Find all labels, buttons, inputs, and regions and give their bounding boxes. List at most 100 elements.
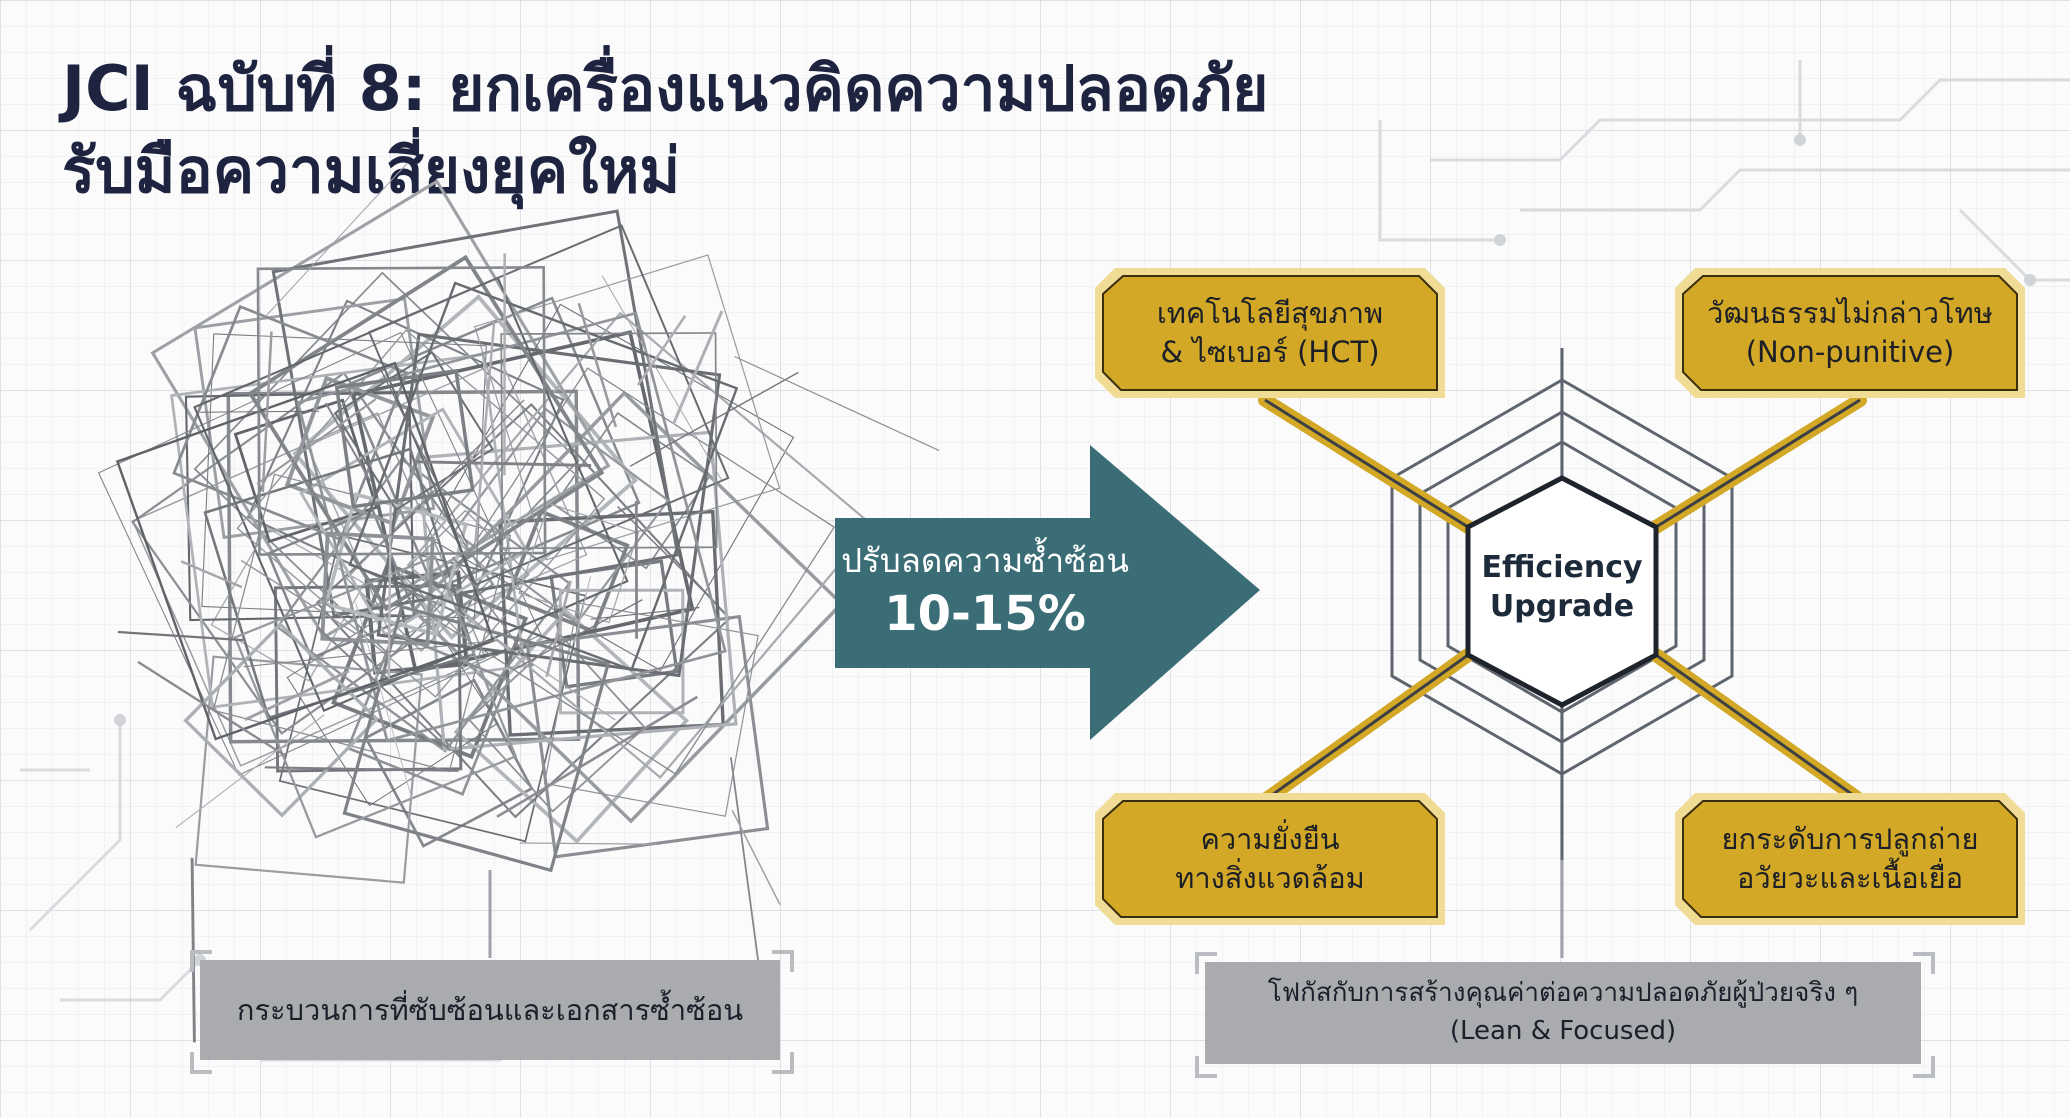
tangle-line <box>243 639 498 668</box>
left-caption-corner-tl <box>190 950 212 972</box>
right-caption-corner-tl <box>1195 952 1217 974</box>
tangle-square <box>364 678 534 848</box>
tangle-line <box>629 371 799 467</box>
tangle-line <box>513 598 643 671</box>
tangle-square <box>247 254 605 612</box>
tangle-line <box>180 560 243 589</box>
tangle-line <box>264 766 459 772</box>
left-caption-box: กระบวนการที่ซับซ้อนและเอกสารซ้ำซ้อน <box>200 960 780 1060</box>
left-caption-corner-br <box>772 1052 794 1074</box>
pillar-3-line-2: ทางสิ่งแวดล้อม <box>1175 861 1365 895</box>
tangle-line <box>261 331 273 493</box>
pillar-2-line-1: วัฒนธรรมไม่กล่าวโทษ <box>1707 295 1993 330</box>
tangle-square <box>348 281 739 672</box>
tangle-line <box>240 559 357 635</box>
tangle-square <box>543 602 759 817</box>
pillar-box-bottom-left <box>1095 793 1445 925</box>
tangle-square <box>184 391 415 622</box>
tangle-line <box>175 714 325 829</box>
tangle-square <box>323 492 469 637</box>
right-caption-box: โฟกัสกับการสร้างคุณค่าต่อความปลอดภัยผู้ป… <box>1205 962 1921 1064</box>
tangle-line <box>256 398 377 485</box>
tangle-square <box>233 398 379 544</box>
tangle-square <box>367 224 730 586</box>
tangle-line <box>617 506 703 591</box>
pillar-non-punitive: วัฒนธรรมไม่กล่าวโทษ (Non-punitive) <box>1685 278 2015 388</box>
tangle-line <box>117 630 244 642</box>
left-caption-corner-bl <box>190 1052 212 1074</box>
tangle-square <box>376 332 722 678</box>
tangle-square <box>115 361 495 741</box>
tangle-line <box>244 669 350 722</box>
tangle-line <box>734 355 940 452</box>
pillar-tech-cyber: เทคโนโลยีสุขภาพ & ไซเบอร์ (HCT) <box>1105 278 1435 388</box>
tangle-line <box>264 163 408 318</box>
pillar-sustainability: ความยั่งยืน ทางสิ่งแวดล้อม <box>1105 803 1435 915</box>
tangle-square <box>473 254 781 561</box>
tangle-square <box>452 407 670 625</box>
right-caption-line-1: โฟกัสกับการสร้างคุณค่าต่อความปลอดภัยผู้ป… <box>1267 978 1859 1009</box>
tangle-line <box>137 660 286 757</box>
right-caption-corner-bl <box>1195 1056 1217 1078</box>
hub-line-1: Efficiency <box>1481 550 1643 585</box>
connector-center-lines <box>1264 398 1861 802</box>
tangle-line <box>671 310 724 425</box>
pillar-2-line-2: (Non-punitive) <box>1745 335 1955 369</box>
tangle-square <box>183 621 380 818</box>
tangled-squares-icon <box>97 163 940 1043</box>
tangle-line <box>387 503 392 679</box>
right-caption-line-2: (Lean & Focused) <box>1449 1016 1677 1046</box>
hub-label: Efficiency Upgrade <box>1470 548 1654 626</box>
tangle-square <box>453 608 689 844</box>
tangle-line <box>519 842 661 845</box>
tangle-square <box>203 447 476 720</box>
tangle-square <box>233 555 518 839</box>
tangle-line <box>496 695 698 818</box>
tangle-line <box>573 576 592 644</box>
tangle-square <box>320 531 435 646</box>
pillar-box-top-left <box>1095 268 1445 398</box>
right-caption-corner-tr <box>1913 952 1935 974</box>
tangle-line <box>412 460 592 467</box>
tangle-square <box>172 304 409 542</box>
tangle-line <box>453 609 616 721</box>
tangle-line <box>324 402 372 482</box>
tangle-line <box>474 321 496 542</box>
reduction-arrow-label: ปรับลดความซ้ำซ้อน 10-15% <box>835 540 1135 645</box>
reduction-label: ปรับลดความซ้ำซ้อน <box>841 541 1129 580</box>
tangle-square <box>278 534 587 843</box>
pillar-transplant: ยกระดับการปลูกถ่าย อวัยวะและเนื้อเยื่อ <box>1685 803 2015 915</box>
tangle-square <box>467 634 646 813</box>
tangle-line <box>389 399 525 537</box>
tangle-square <box>427 367 836 775</box>
tangle-square <box>194 655 423 884</box>
tangle-square <box>334 368 475 509</box>
tangle-line <box>601 275 723 481</box>
pillar-box-top-right <box>1675 268 2025 398</box>
page-title-line-2: รับมือความเสี่ยงยุคใหม่ <box>62 134 681 207</box>
tangle-square <box>426 303 795 672</box>
pillar-1-line-1: เทคโนโลยีสุขภาพ <box>1156 295 1384 330</box>
tangle-line <box>636 315 687 386</box>
pillar-4-line-2: อวัยวะและเนื้อเยื่อ <box>1736 861 1964 895</box>
tangle-line <box>379 368 469 546</box>
hub-line-2: Upgrade <box>1489 589 1635 624</box>
reduction-arrow-shape <box>835 445 1260 740</box>
left-caption-text: กระบวนการที่ซับซ้อนและเอกสารซ้ำซ้อน <box>236 993 744 1027</box>
reduction-value: 10-15% <box>884 585 1086 642</box>
efficiency-hexagon <box>1465 475 1659 708</box>
page-title-line-1: JCI ฉบับที่ 8: ยกเครื่องแนวคิดความปลอดภั… <box>62 52 1269 125</box>
tangle-line <box>545 580 572 678</box>
tangle-line <box>200 410 320 413</box>
left-caption-corner-tr <box>772 950 794 972</box>
tangle-square <box>333 351 495 512</box>
pillar-4-line-1: ยกระดับการปลูกถ่าย <box>1721 821 1979 856</box>
pillar-1-line-2: & ไซเบอร์ (HCT) <box>1160 335 1380 369</box>
right-caption-corner-br <box>1913 1056 1935 1078</box>
tangle-square <box>406 311 874 779</box>
tangle-square <box>296 311 727 743</box>
tangle-line <box>577 302 618 428</box>
tangle-line <box>355 602 413 800</box>
